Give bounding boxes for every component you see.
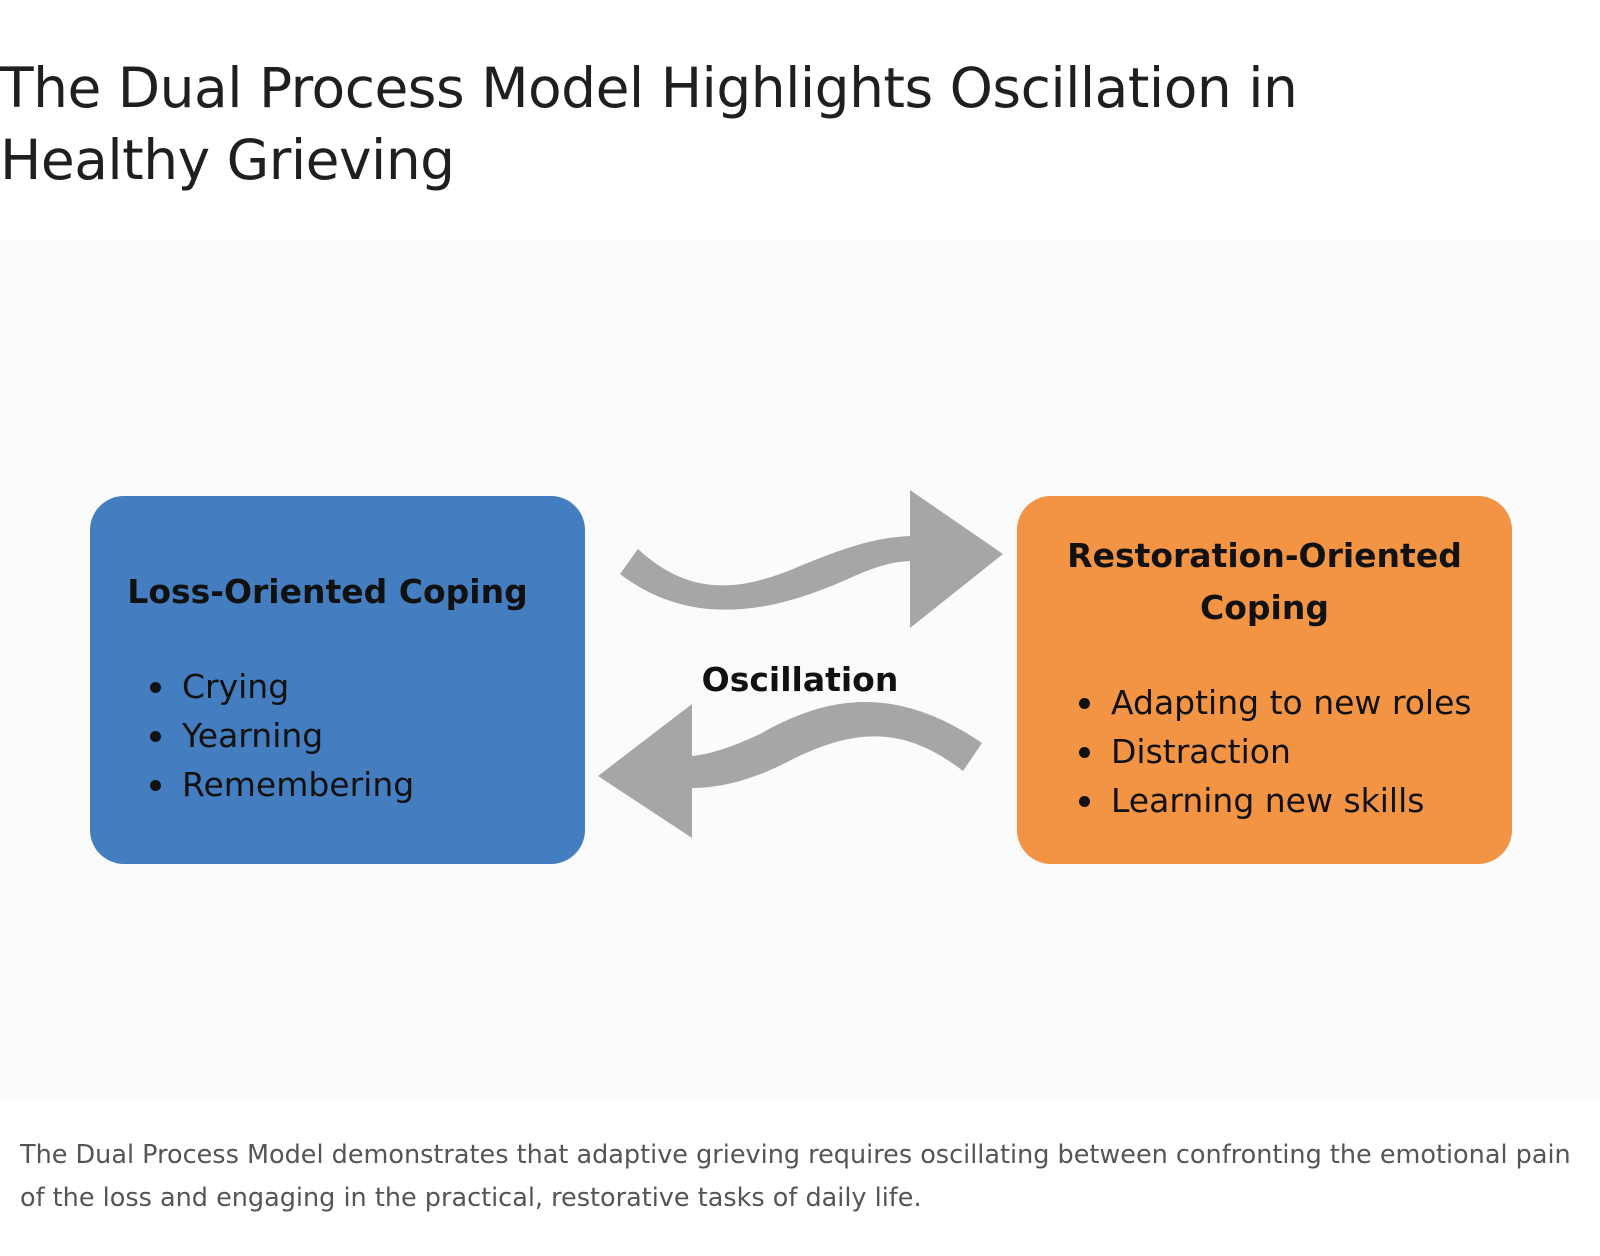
oscillation-label: Oscillation <box>701 660 899 699</box>
list-item: Learning new skills <box>1079 776 1472 825</box>
loss-oriented-box: Loss-Oriented Coping Crying Yearning Rem… <box>90 496 585 864</box>
list-item: Distraction <box>1079 727 1472 776</box>
arrow-left-icon <box>598 702 982 838</box>
page-title: The Dual Process Model Highlights Oscill… <box>0 56 1298 192</box>
list-item: Adapting to new roles <box>1079 678 1472 727</box>
list-item: Crying <box>150 662 414 711</box>
restoration-oriented-list: Adapting to new roles Distraction Learni… <box>1079 678 1472 825</box>
restoration-oriented-box: Restoration-Oriented Coping Adapting to … <box>1017 496 1512 864</box>
list-item: Remembering <box>150 760 414 809</box>
list-item: Yearning <box>150 711 414 760</box>
figure-caption: The Dual Process Model demonstrates that… <box>20 1140 1571 1213</box>
oscillation-arrows <box>598 490 1003 838</box>
dual-process-diagram: Loss-Oriented Coping Crying Yearning Rem… <box>0 240 1600 1100</box>
restoration-oriented-title: Restoration-Oriented Coping <box>1067 536 1462 627</box>
loss-oriented-title: Loss-Oriented Coping <box>127 572 528 611</box>
arrow-right-icon <box>620 490 1003 628</box>
loss-oriented-list: Crying Yearning Remembering <box>150 662 414 809</box>
